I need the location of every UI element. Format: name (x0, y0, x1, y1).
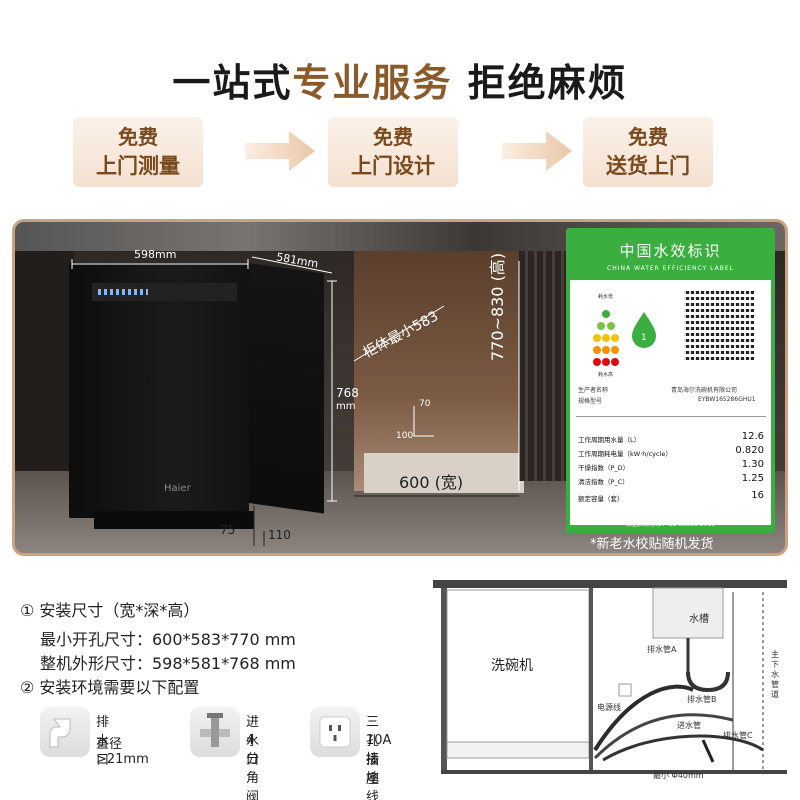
step-design: 免费 上门设计 (328, 117, 458, 187)
water-efficiency-label: 中国水效标识 CHINA WATER EFFICIENCY LABEL 耗水低 … (566, 228, 775, 533)
req-desc: 10A接地线 (366, 733, 392, 800)
niche-floor (364, 453, 524, 493)
divider (576, 416, 766, 417)
grade-value: 1 (641, 333, 647, 343)
install-schematic (433, 580, 787, 774)
hero-caption: *新老水校贴随机发货 (590, 537, 714, 552)
dim-width: 598mm (134, 248, 177, 261)
label-footer: 依据国家标准：GB 38383-2019 (625, 521, 716, 528)
headline-part2: 专业服务 (292, 61, 453, 105)
spec-name: 清洁指数（P_C） (578, 478, 629, 486)
dim-plinth-height: 75 (220, 523, 236, 537)
dim-plinth-depth: 110 (268, 528, 291, 542)
diagram-drain-a: 排水管A (647, 645, 677, 654)
min-opening-size: 最小开孔尺寸：600*583*770 mm (40, 630, 296, 649)
req-name: 排水口 (96, 715, 110, 768)
spec-row: 额定容量（套） 16 (578, 490, 764, 503)
control-panel (92, 283, 237, 301)
brand-logo: Haier (164, 483, 191, 494)
step-line2: 上门设计 (351, 154, 435, 178)
spec-name: 额定容量（套） (578, 495, 624, 503)
diagram-drain-c: 排水管C (723, 731, 753, 740)
spec-name: 工作周期耗电量（kW·h/cycle） (578, 450, 672, 458)
arrow-right-icon (245, 131, 315, 171)
step-line2: 送货上门 (606, 154, 690, 178)
headline-part3: 拒绝麻烦 (467, 61, 628, 105)
spec-value: 16 (751, 490, 764, 501)
maker-label: 生产者名称 (578, 387, 609, 394)
diagram-power: 电源线 (597, 703, 621, 712)
headline: 一站式专业服务 拒绝麻烦 (0, 52, 800, 105)
diagram-min-dia: 最小 Φ40mm (653, 771, 704, 780)
diagram-drain-b: 排水管B (687, 695, 717, 704)
spec-name: 干燥指数（P_D） (578, 464, 630, 472)
dishwasher-plinth (94, 511, 254, 529)
install-niche (354, 251, 524, 491)
model-value: EYBW165286GHU1 (698, 396, 756, 403)
spec-value: 12.6 (741, 431, 764, 442)
headline-part1: 一站式 (172, 61, 293, 105)
spec-row: 工作周期用水量（L） 12.6 (578, 431, 764, 444)
req-name: 三孔插座 (366, 715, 380, 787)
diagram-inlet: 进水管 (677, 721, 701, 730)
spec-row: 清洁指数（P_C） 1.25 (578, 473, 764, 486)
spec-value: 1.25 (741, 473, 764, 484)
dim-height-unit: mm (336, 401, 356, 412)
spec-name: 工作周期用水量（L） (578, 436, 641, 444)
diagram-main-pipe: 主下水管道 (771, 650, 779, 699)
model-label: 规格型号 (578, 398, 603, 405)
install-env-title: ② 安装环境需要以下配置 (20, 678, 200, 697)
step-line1: 免费 (628, 125, 668, 149)
grade-bottom-label: 耗水高 (598, 371, 613, 378)
install-diagram: 洗碗机 水槽 主下水管道 排水管A 排水管B 排水管C 电源线 进水管 最小 Φ… (433, 580, 791, 790)
spec-row: 干燥指数（P_D） 1.30 (578, 459, 764, 472)
install-size-title: ① 安装尺寸（宽*深*高） (20, 601, 200, 620)
machine-size: 整机外形尺寸：598*581*768 mm (40, 654, 296, 673)
arrow-right-icon (502, 131, 572, 171)
cabinet-left (14, 251, 74, 471)
dimension-lines (71, 256, 520, 546)
maker-value: 青岛海尔洗碗机有限公司 (671, 387, 738, 394)
step-line2: 上门测量 (96, 154, 180, 178)
diagram-machine: 洗碗机 (491, 658, 533, 674)
dim-niche-width: 600 (宽) (399, 473, 464, 492)
grade-top-label: 耗水低 (598, 293, 613, 300)
dim-niche-height: 770~830 (高) (488, 252, 507, 361)
qr-code-icon (684, 288, 754, 360)
req-desc: 4分角阀 (246, 733, 260, 800)
spec-value: 1.30 (741, 459, 764, 470)
label-header: 中国水效标识 CHINA WATER EFFICIENCY LABEL (570, 232, 771, 280)
dim-height: 768 (336, 386, 359, 400)
step-line1: 免费 (118, 125, 158, 149)
dim-corner-w: 70 (419, 399, 431, 409)
power-socket-icon (310, 707, 360, 757)
label-subtitle: CHINA WATER EFFICIENCY LABEL (607, 265, 734, 272)
label-title: 中国水效标识 (619, 242, 722, 260)
drain-pipe-icon (40, 707, 90, 757)
spec-row: 工作周期耗电量（kW·h/cycle） 0.820 (578, 445, 764, 458)
angle-valve-icon (190, 707, 240, 757)
water-drop-grade-icon: 耗水低 1 耗水高 (593, 293, 656, 378)
panel-lights (98, 289, 148, 295)
service-steps: 免费 上门测量 免费 上门设计 免费 送货上门 (0, 117, 800, 189)
req-desc: 直径>21mm (96, 737, 149, 767)
step-line1: 免费 (373, 125, 413, 149)
req-name: 进水口 (246, 715, 260, 768)
dim-corner-h: 100 (396, 431, 414, 441)
step-measure: 免费 上门测量 (73, 117, 203, 187)
step-delivery: 免费 送货上门 (583, 117, 713, 187)
spec-value: 0.820 (735, 445, 764, 456)
diagram-sink: 水槽 (689, 614, 709, 625)
dishwasher-front (69, 263, 249, 518)
